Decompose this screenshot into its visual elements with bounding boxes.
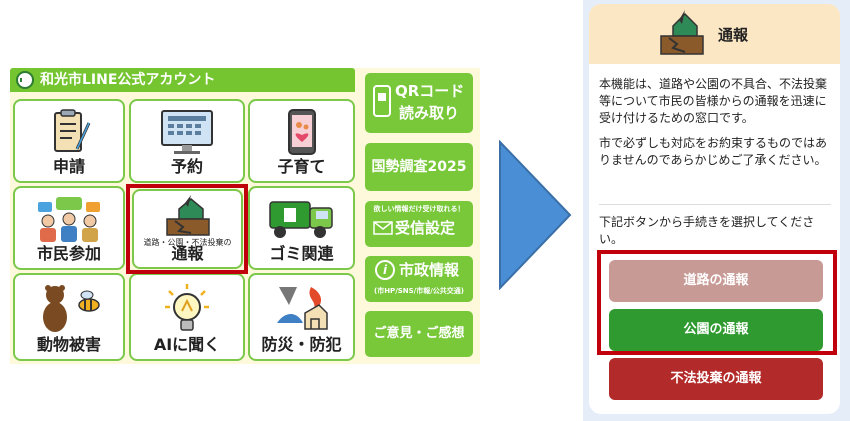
tile-label: AIに聞く [153,335,221,354]
tile-reservation[interactable]: 予約 [129,99,245,183]
info-label: 市政情報 [399,261,460,279]
lightbulb-icon [165,284,209,331]
calendar-monitor-icon [161,110,213,154]
tile-label: 予約 [170,157,203,176]
tile-childcare[interactable]: 子育て [248,99,355,183]
smartphone-parent-icon [287,109,316,155]
phone-frame: 通報 本機能は、道路や公園の不具合、不法投棄等について市民の皆様からの通報を迅速… [583,0,850,421]
tile-report[interactable]: 道路・公園・不法投棄の 通報 [132,189,243,269]
receive-settings-button[interactable]: 欲しい情報だけ受け取れる！ 受信設定 [365,201,473,247]
screen-description: 本機能は、道路や公園の不具合、不法投棄等について市民の皆様からの通報を迅速に受け… [599,76,831,177]
disaster-icon [276,287,328,330]
bear-bee-icon [43,285,100,332]
garbage-truck-icon [268,201,333,238]
citizens-chat-icon [38,197,100,242]
tile-application[interactable]: 申請 [13,99,125,183]
census-button[interactable]: 国勢調査2025 [365,143,473,191]
tile-label: 申請 [52,157,85,176]
report-house-icon [165,195,210,236]
tile-label: 動物被害 [36,335,101,354]
tile-label: ゴミ関連 [269,244,334,263]
divider [599,204,831,205]
qr-line2: 読み取り [399,104,460,122]
city-info-button[interactable]: i 市政情報 (市HP/SNS/市報/公共交通) [365,256,473,302]
tile-label: 市民参加 [36,244,101,263]
city-logo-icon [16,71,34,89]
instruction-text: 下記ボタンから手続きを選択してください。 [599,215,815,246]
qr-phone-icon [373,85,391,117]
tile-disaster-crime[interactable]: 防災・防犯 [248,273,355,361]
road-report-button[interactable]: 道路の通報 [609,260,823,302]
tile-label: 防災・防犯 [261,335,342,354]
highlight-frame [597,250,837,355]
rich-menu-header: 和光市LINE公式アカウント [10,68,355,92]
clipboard-icon [54,109,91,152]
screen-header: 通報 [589,4,840,64]
tile-ask-ai[interactable]: AIに聞く [129,273,245,361]
disclaimer-paragraph: 市で必ずしも対応をお約束するものではありませんのであらかじめご了承ください。 [599,136,828,167]
feedback-button[interactable]: ご意見・ご感想 [365,311,473,357]
info-sublabel: (市HP/SNS/市報/公共交通) [374,287,464,295]
receive-label: 受信設定 [395,219,456,237]
illegal-dumping-report-button[interactable]: 不法投棄の通報 [609,358,823,400]
tile-participation[interactable]: 市民参加 [13,186,125,270]
qr-reader-button[interactable]: QRコード 読み取り [365,73,473,133]
qr-line1: QRコード [395,82,465,100]
rich-menu-title: 和光市LINE公式アカウント [40,72,216,88]
tile-label: 子育て [277,157,326,176]
tile-label: 通報 [171,244,204,263]
report-screen: 通報 本機能は、道路や公園の不具合、不法投棄等について市民の皆様からの通報を迅速… [589,4,840,414]
tile-animal-damage[interactable]: 動物被害 [13,273,125,361]
rich-menu: 和光市LINE公式アカウント 申請 予約 [10,68,480,364]
arrow-right-icon [499,140,572,290]
screen-title: 通報 [718,26,749,44]
envelope-icon [373,221,393,235]
park-report-button[interactable]: 公園の通報 [609,309,823,351]
description-paragraph: 本機能は、道路や公園の不具合、不法投棄等について市民の皆様からの通報を迅速に受け… [599,77,828,125]
info-icon: i [375,260,395,280]
tile-sublabel: 道路・公園・不法投棄の [143,238,232,247]
receive-sublabel: 欲しい情報だけ受け取れる！ [373,205,465,213]
tile-garbage[interactable]: ゴミ関連 [248,186,355,270]
report-house-icon [660,10,704,55]
highlight-frame [126,184,248,274]
